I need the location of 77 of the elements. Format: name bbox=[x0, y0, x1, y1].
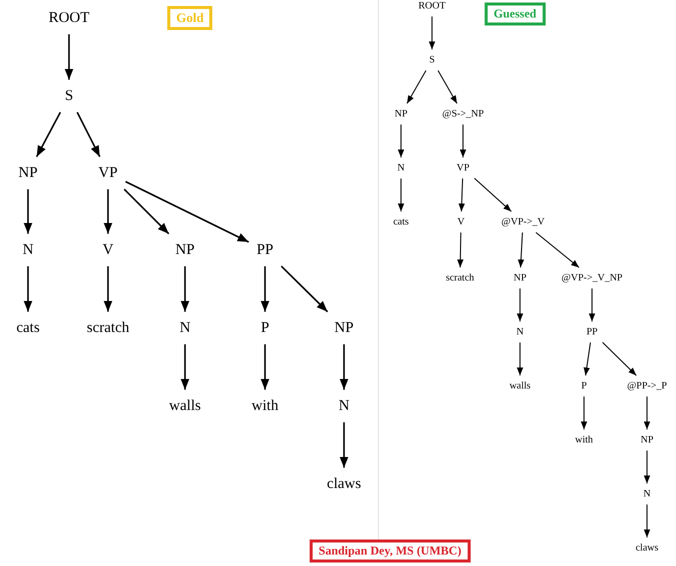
tree-node-label: NP bbox=[394, 108, 408, 120]
arrow bbox=[644, 504, 650, 538]
tree-node-label: claws bbox=[326, 476, 362, 492]
arrow bbox=[518, 232, 524, 268]
arrow bbox=[584, 342, 591, 376]
arrow bbox=[76, 112, 100, 158]
arrow bbox=[64, 34, 74, 80]
arrow bbox=[438, 70, 458, 104]
tree-node-label: NP bbox=[640, 434, 654, 446]
tree-node-label: N bbox=[397, 162, 405, 174]
tree-node-label: N bbox=[338, 398, 350, 414]
tree-node-label: S bbox=[64, 88, 74, 104]
arrow bbox=[124, 188, 170, 234]
tree-node-label: P bbox=[581, 380, 587, 392]
tree-node-label: PP bbox=[586, 326, 598, 338]
tree-node-label: VP bbox=[98, 164, 118, 182]
arrow bbox=[474, 178, 512, 212]
tree-node-label: S bbox=[429, 54, 435, 66]
arrow bbox=[340, 344, 348, 390]
tree-node-label: NP bbox=[334, 320, 354, 336]
tree-node-label: cats bbox=[393, 216, 409, 228]
tree-node-label: scratch bbox=[446, 272, 474, 284]
arrow bbox=[460, 124, 466, 158]
arrow bbox=[36, 112, 62, 158]
arrow bbox=[580, 396, 588, 430]
tree-node-label: @VP->_V_NP bbox=[562, 272, 622, 284]
tree-node-label: scratch bbox=[86, 320, 130, 336]
arrow bbox=[104, 266, 112, 312]
arrow bbox=[428, 16, 436, 50]
arrow bbox=[516, 342, 524, 376]
tree-node-label: N bbox=[643, 488, 651, 500]
tree-node-label: @S->_NP bbox=[442, 108, 484, 120]
arrow bbox=[602, 342, 637, 376]
arrow bbox=[644, 396, 650, 430]
arrow bbox=[398, 124, 404, 158]
arrow bbox=[104, 189, 112, 234]
tree-node-label: with bbox=[252, 398, 278, 414]
tree-node-label: V bbox=[102, 242, 114, 258]
tree-node-label: cats bbox=[16, 320, 40, 336]
tree-node-label: V bbox=[457, 216, 465, 228]
arrow bbox=[406, 70, 426, 104]
tree-node-label: with bbox=[575, 434, 593, 446]
tree-node-label: @VP->_V bbox=[501, 216, 545, 228]
tree-node-label: ROOT bbox=[418, 0, 446, 12]
tag-label: Guessed bbox=[484, 2, 546, 26]
arrow bbox=[398, 178, 404, 212]
tree-node-label: N bbox=[516, 326, 524, 338]
arrow bbox=[458, 178, 465, 212]
tree-node-label: N bbox=[180, 320, 190, 336]
tag-label: Sandipan Dey, MS (UMBC) bbox=[310, 540, 470, 562]
arrow bbox=[180, 266, 190, 312]
tag-label: Gold bbox=[167, 6, 213, 30]
tree-node-label: walls bbox=[509, 380, 531, 392]
tree-node-label: ROOT bbox=[48, 10, 90, 26]
arrow bbox=[260, 344, 270, 390]
arrow bbox=[340, 422, 348, 468]
tree-node-label: PP bbox=[256, 242, 274, 258]
arrow bbox=[180, 344, 190, 390]
arrow bbox=[280, 266, 328, 312]
tree-node-label: NP bbox=[175, 242, 195, 258]
tree-node-label: VP bbox=[456, 162, 470, 174]
arrow bbox=[644, 450, 650, 484]
tree-node-label: NP bbox=[514, 272, 526, 284]
arrow bbox=[24, 189, 32, 234]
arrow bbox=[24, 266, 32, 312]
tree-node-label: P bbox=[260, 320, 270, 336]
arrow bbox=[125, 180, 249, 243]
tree-node-label: @PP->_P bbox=[627, 380, 667, 392]
arrow bbox=[588, 288, 596, 322]
tree-node-label: N bbox=[22, 242, 34, 258]
tree-node-label: claws bbox=[636, 542, 658, 554]
arrow bbox=[535, 232, 580, 268]
arrow bbox=[260, 266, 270, 312]
arrow bbox=[516, 288, 524, 322]
tree-node-label: walls bbox=[169, 398, 201, 414]
arrow bbox=[457, 232, 464, 268]
tree-node-label: NP bbox=[18, 164, 38, 182]
